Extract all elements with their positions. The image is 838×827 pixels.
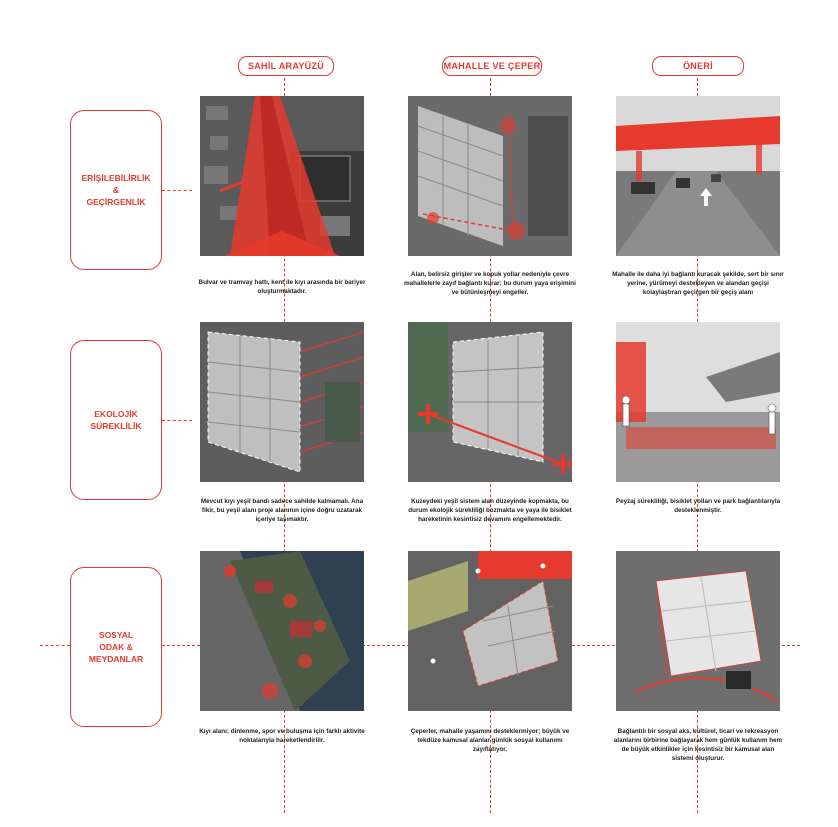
caption-r1c2: Alan, belirsiz girişler ve kopuk yollar … — [404, 271, 576, 296]
photo-landscape-continuity — [616, 322, 780, 482]
caption-r3c2: Çeperler, mahalle yaşamını destekler­miy… — [410, 728, 570, 753]
map-connected-social-axis — [616, 551, 780, 711]
row-header-sosyal: SOSYAL ODAK & MEYDANLAR — [70, 567, 162, 727]
column-header-sahil: SAHİL ARAYÜZÜ — [238, 56, 334, 76]
map-neighborhood-links — [408, 96, 572, 256]
guide-line-row-3 — [40, 645, 70, 646]
row-header-erisilebilirlik: ERİŞİLEBİLİRLİK & GEÇİRGENLİK — [70, 110, 162, 270]
map-periphery-public-space — [408, 551, 572, 711]
caption-r1c1: Bulvar ve tramvay hattı, kent ile kıyı a… — [198, 279, 366, 295]
map-green-discontinuity — [408, 322, 572, 482]
caption-r3c1: Kıyı alanı; dinlenme, spor ve buluşma iç… — [199, 728, 365, 744]
caption-r1c3: Mahalle ile daha iyi bağlantı kuracak şe… — [612, 271, 784, 296]
photo-bridge-crossing — [616, 96, 780, 256]
map-boulevard-barrier — [200, 96, 364, 256]
caption-r2c2: Kuzeydeki yeşil sistem alan düzeyinde ko… — [408, 498, 572, 523]
guide-line-row-1 — [162, 190, 192, 191]
map-green-extension — [200, 322, 364, 482]
caption-r2c3: Peyzaj sürekliliği, bisiklet yolları ve … — [615, 498, 781, 514]
column-header-mahalle: MAHALLE VE ÇEPER — [442, 56, 542, 76]
row-header-ekolojik: EKOLOJİK SÜREKLİLİK — [70, 340, 162, 500]
caption-r2c1: Mevcut kıyı yeşil bandı sadece sahilde k… — [200, 498, 364, 523]
caption-r3c3: Bağlantılı bir sosyal aks, kültürel, tic… — [613, 728, 783, 762]
column-header-oneri: ÖNERİ — [652, 56, 744, 76]
guide-line-row-2 — [162, 420, 192, 421]
map-coastal-activity-nodes — [200, 551, 364, 711]
